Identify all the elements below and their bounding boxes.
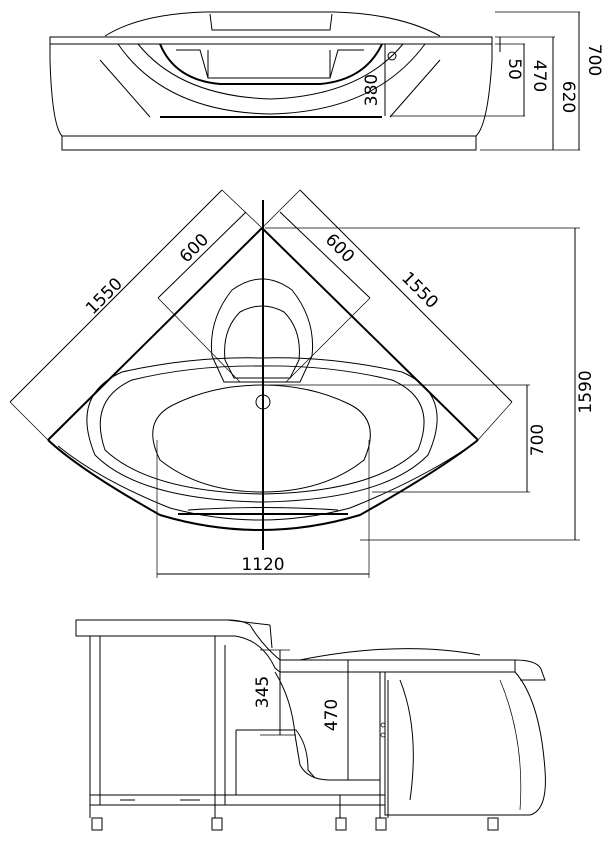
dim-470-side: 470 bbox=[322, 699, 342, 731]
dim-600-right: 600 bbox=[321, 230, 358, 267]
dim-600-left: 600 bbox=[176, 230, 213, 267]
dim-470-front: 470 bbox=[529, 60, 549, 92]
dim-1120: 1120 bbox=[241, 555, 284, 575]
side-deck bbox=[75, 619, 516, 673]
foot-3 bbox=[335, 817, 347, 831]
foot-5 bbox=[487, 817, 499, 831]
dim-380-front: 380 bbox=[362, 74, 382, 106]
front-base bbox=[61, 135, 477, 151]
foot-2 bbox=[211, 817, 223, 831]
front-elevation: 700 620 470 50 380 bbox=[49, 11, 604, 151]
front-headrest bbox=[104, 11, 441, 37]
plan-view: 1550 1550 600 600 1590 700 1120 bbox=[9, 189, 596, 578]
side-elevation: 345 470 bbox=[75, 619, 546, 831]
dim-345: 345 bbox=[253, 676, 273, 708]
dim-50-front: 50 bbox=[504, 58, 524, 80]
front-body bbox=[49, 36, 493, 137]
dim-700-plan: 700 bbox=[528, 424, 548, 456]
dim-700-front: 700 bbox=[584, 44, 604, 76]
dim-620-front: 620 bbox=[558, 81, 578, 113]
dim-1550-left: 1550 bbox=[82, 274, 127, 319]
dim-1550-right: 1550 bbox=[397, 268, 442, 313]
drain-ring-icon bbox=[387, 51, 397, 61]
foot-4 bbox=[375, 817, 387, 831]
foot-1 bbox=[91, 817, 103, 831]
dim-1590: 1590 bbox=[576, 370, 596, 413]
